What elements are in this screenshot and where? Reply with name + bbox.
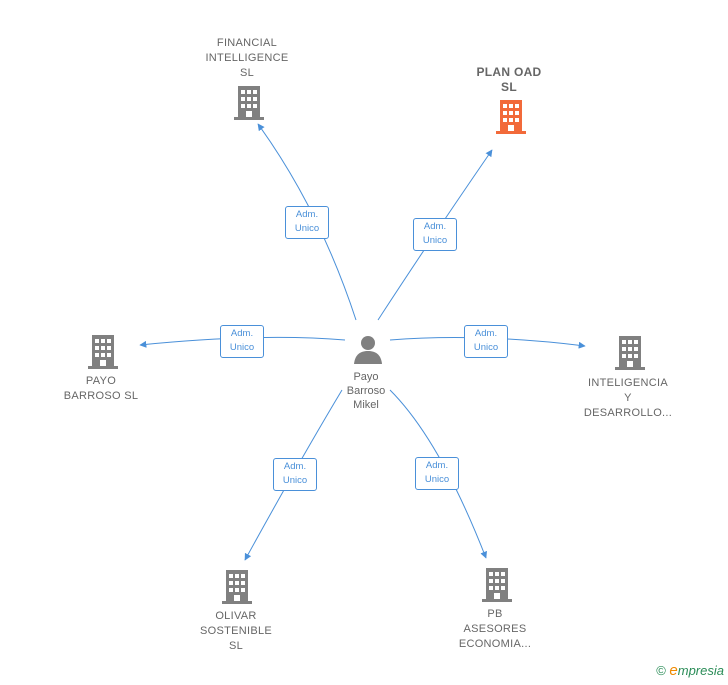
relation-label-olivar: Adm. Unico — [273, 458, 317, 491]
building-icon-planoad[interactable] — [495, 99, 527, 135]
empresia-watermark: © empresia — [656, 662, 724, 679]
relation-label-pb: Adm. Unico — [415, 457, 459, 490]
person-icon[interactable] — [352, 334, 384, 366]
relation-label-financial: Adm. Unico — [285, 206, 329, 239]
person-label[interactable]: Payo Barroso Mikel — [346, 371, 386, 411]
company-label-olivar[interactable]: OLIVAR SOSTENIBLE SL — [199, 610, 273, 652]
copyright-symbol: © — [656, 663, 666, 678]
company-label-inteligencia[interactable]: INTELIGENCIA Y DESARROLLO... — [583, 377, 673, 419]
watermark-e: e — [669, 662, 678, 679]
building-icon-olivar[interactable] — [221, 569, 253, 605]
company-label-payo[interactable]: PAYO BARROSO SL — [63, 375, 139, 402]
company-label-pb[interactable]: PB ASESORES ECONOMIA... — [458, 608, 532, 650]
building-icon-payo[interactable] — [87, 334, 119, 370]
company-label-planoad[interactable]: PLAN OAD SL — [476, 65, 542, 94]
company-label-financial[interactable]: FINANCIAL INTELLIGENCE SL — [205, 37, 289, 79]
relation-label-planoad: Adm. Unico — [413, 218, 457, 251]
building-icon-financial[interactable] — [233, 85, 265, 121]
relation-label-payo: Adm. Unico — [220, 325, 264, 358]
watermark-brand: mpresia — [677, 663, 724, 678]
relation-label-inteligencia: Adm. Unico — [464, 325, 508, 358]
building-icon-inteligencia[interactable] — [614, 335, 646, 371]
building-icon-pb[interactable] — [481, 567, 513, 603]
